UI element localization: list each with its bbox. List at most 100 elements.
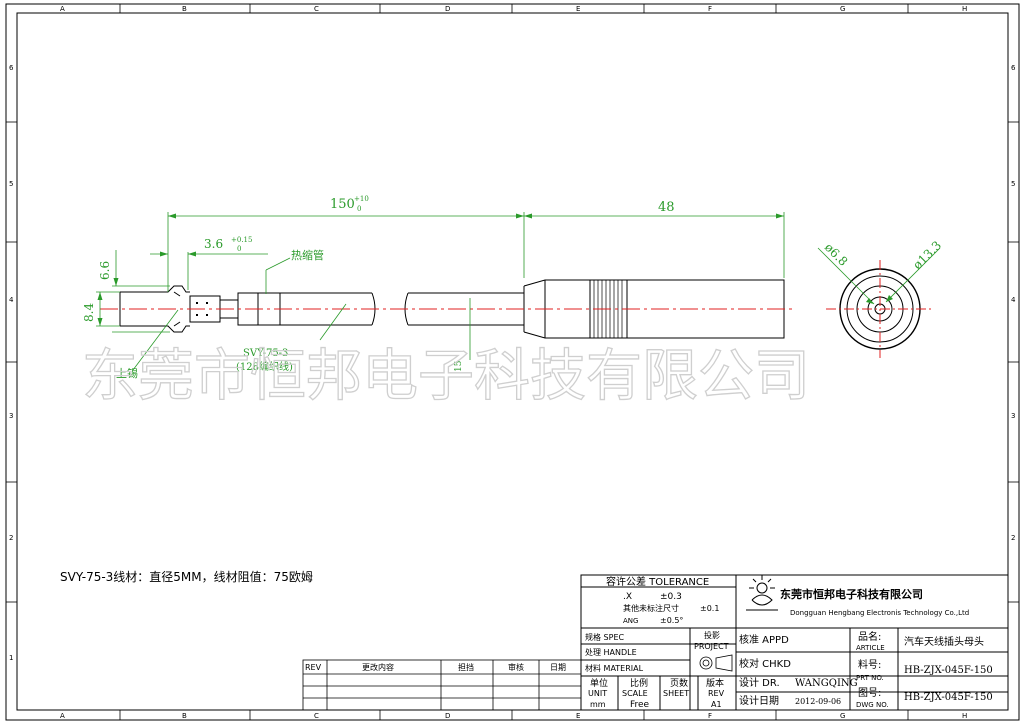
tol-x-value: ±0.3 xyxy=(660,592,682,602)
svg-text:G: G xyxy=(840,712,845,720)
label-heat-shrink: 热缩管 xyxy=(291,248,324,262)
dwg-val: HB-ZJX-045F-150 xyxy=(904,692,993,703)
dim-3-6-tol-lower: 0 xyxy=(237,245,241,253)
svg-text:REV: REV xyxy=(305,663,322,672)
svg-text:D: D xyxy=(445,712,450,720)
dim-3-6: 3.6 xyxy=(204,237,223,251)
contact-top xyxy=(120,285,190,293)
dr-label: 设计 DR. xyxy=(739,676,780,689)
scale-cn: 比例 xyxy=(630,677,648,689)
svg-text:E: E xyxy=(576,5,580,13)
svg-text:B: B xyxy=(182,712,187,720)
svg-text:5: 5 xyxy=(9,180,13,188)
article-en: ARTICLE xyxy=(856,644,885,652)
article-val: 汽车天线插头母头 xyxy=(904,635,984,648)
tol-ang-value: ±0.5° xyxy=(660,616,683,625)
svg-text:3: 3 xyxy=(9,412,13,420)
svg-text:4: 4 xyxy=(1011,296,1016,304)
label-cable-model: SVY-75-3 xyxy=(243,348,288,359)
dwg-en: DWG NO. xyxy=(856,701,889,709)
svg-text:6: 6 xyxy=(1011,64,1016,72)
revision-headers: REV 更改内容 担挡 审核 日期 xyxy=(305,662,566,672)
material-label: 材料 MATERIAL xyxy=(585,663,644,673)
sheet-cn: 页数 xyxy=(670,677,688,689)
svg-text:C: C xyxy=(314,712,319,720)
svg-text:A: A xyxy=(60,712,65,720)
company-name-en: Dongguan Hengbang Electronis Technology … xyxy=(790,609,969,617)
scale-val: Free xyxy=(630,700,650,710)
zone-numbers-right: 6 5 4 3 2 xyxy=(1011,64,1016,542)
cable-note: SVY-75-3线材：直径5MM，线材阻值：75欧姆 xyxy=(60,569,313,584)
dim-150-tol-upper: +10 xyxy=(354,195,369,203)
zone-ticks xyxy=(6,4,1019,720)
prt-val: HB-ZJX-045F-150 xyxy=(904,665,993,676)
knurl xyxy=(593,280,623,338)
svg-text:2: 2 xyxy=(9,534,13,542)
svg-text:审核: 审核 xyxy=(508,662,524,672)
contact-bottom xyxy=(120,325,190,333)
tolerance-title: 容许公差 TOLERANCE xyxy=(606,575,709,588)
projection-en: PROJECT xyxy=(694,642,729,651)
zone-numbers-left: 6 5 4 3 2 1 xyxy=(9,64,14,662)
zone-letters-top: A B C D E F G H xyxy=(60,5,967,13)
watermark: 东莞市恒邦电子科技有限公司 xyxy=(82,344,810,409)
article-cn: 品名: xyxy=(858,630,881,643)
rev-en: REV xyxy=(708,689,725,698)
svg-text:6: 6 xyxy=(9,64,14,72)
tol-x-label: .X xyxy=(623,592,632,602)
date-label: 设计日期 xyxy=(739,694,779,707)
sheet-en: SHEET xyxy=(663,689,689,698)
dim-dia-13-3: ø13.3 xyxy=(910,238,944,272)
svg-text:D: D xyxy=(445,5,450,13)
unit-cn: 单位 xyxy=(590,677,608,689)
title-block xyxy=(580,574,1009,711)
tol-ang-label: ANG xyxy=(623,617,638,625)
dim-15: 15 xyxy=(454,360,464,372)
svg-text:H: H xyxy=(962,712,967,720)
svg-text:C: C xyxy=(314,5,319,13)
spec-label: 规格 SPEC xyxy=(585,632,624,642)
svg-text:4: 4 xyxy=(9,296,14,304)
label-cable-braid: (128编织线) xyxy=(236,360,293,373)
svg-text:5: 5 xyxy=(1011,180,1015,188)
svg-text:G: G xyxy=(840,5,845,13)
projection-symbol-icon xyxy=(699,654,733,672)
dwg-cn: 图号: xyxy=(858,687,881,699)
unit-val: mm xyxy=(590,700,606,709)
scale-en: SCALE xyxy=(622,689,648,698)
prt-cn: 料号: xyxy=(858,658,881,671)
dim-dia-6-8: ø6.8 xyxy=(822,240,851,269)
svg-text:担挡: 担挡 xyxy=(458,662,474,672)
dim-8-4: 8.4 xyxy=(82,303,96,322)
svg-text:F: F xyxy=(708,5,712,13)
zone-letters-bottom: A B C D E F G H xyxy=(60,712,967,720)
dim-150: 150 xyxy=(330,197,355,212)
svg-text:日期: 日期 xyxy=(550,663,566,672)
rev-val: A1 xyxy=(711,700,722,709)
contact-dots xyxy=(196,302,208,316)
rev-cn: 版本 xyxy=(706,677,724,689)
chkd-label: 校对 CHKD xyxy=(739,657,791,670)
dim-3-6-tol-upper: +0.15 xyxy=(231,236,252,244)
svg-text:F: F xyxy=(708,712,712,720)
appd-label: 核准 APPD xyxy=(739,633,789,646)
svg-text:1: 1 xyxy=(9,654,13,662)
unit-en: UNIT xyxy=(588,689,607,698)
dim-48: 48 xyxy=(658,200,675,215)
dimension-arrows xyxy=(97,213,893,326)
revision-table xyxy=(302,659,582,711)
svg-text:更改内容: 更改内容 xyxy=(362,662,394,672)
dr-name: WANGQING xyxy=(795,678,858,689)
date-val: 2012-09-06 xyxy=(795,697,841,706)
tol-other-label: 其他未标注尺寸 xyxy=(623,603,679,613)
company-logo-icon xyxy=(746,575,778,611)
prt-en: PRT NO. xyxy=(856,674,884,682)
svg-text:3: 3 xyxy=(1011,412,1015,420)
projection-cn: 投影 xyxy=(704,630,720,640)
tol-other-value: ±0.1 xyxy=(700,604,719,613)
svg-text:B: B xyxy=(182,5,187,13)
handle-label: 处理 HANDLE xyxy=(585,647,637,657)
dim-150-tol-lower: 0 xyxy=(357,205,361,213)
svg-text:H: H xyxy=(962,5,967,13)
